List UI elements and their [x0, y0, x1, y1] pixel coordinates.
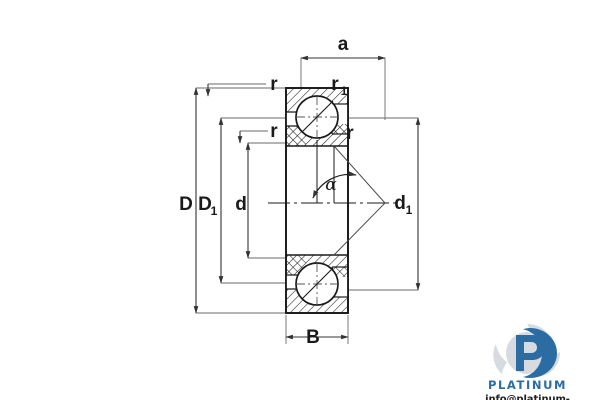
upper-ring-assembly [286, 88, 348, 147]
label-r-top-left: r [270, 74, 278, 95]
svg-text:1: 1 [406, 203, 413, 217]
svg-text:D: D [198, 194, 212, 215]
angle-arc [312, 171, 357, 199]
watermark-email: info@platinum-international.store [485, 394, 570, 400]
label-d: d [235, 194, 247, 215]
watermark-brand: PLATINUM [487, 378, 568, 392]
svg-text:1: 1 [341, 84, 348, 98]
label-D: D [179, 194, 193, 215]
label-B: B [306, 327, 320, 348]
watermark: PLATINUM info@platinum-international.sto… [455, 322, 600, 400]
label-a: a [338, 34, 349, 55]
platinum-logo-icon [493, 324, 560, 378]
lower-ring-assembly [286, 254, 348, 313]
label-r-mid-left: r [270, 121, 278, 142]
svg-text:1: 1 [211, 204, 218, 218]
label-D1: D 1 [198, 194, 218, 218]
svg-text:r: r [331, 74, 339, 95]
svg-text:d: d [394, 193, 406, 214]
label-r1-top-right: r 1 [331, 74, 347, 98]
label-d1: d 1 [394, 193, 412, 217]
label-alpha: α [325, 175, 337, 195]
label-r-mid-right: r [346, 123, 354, 144]
